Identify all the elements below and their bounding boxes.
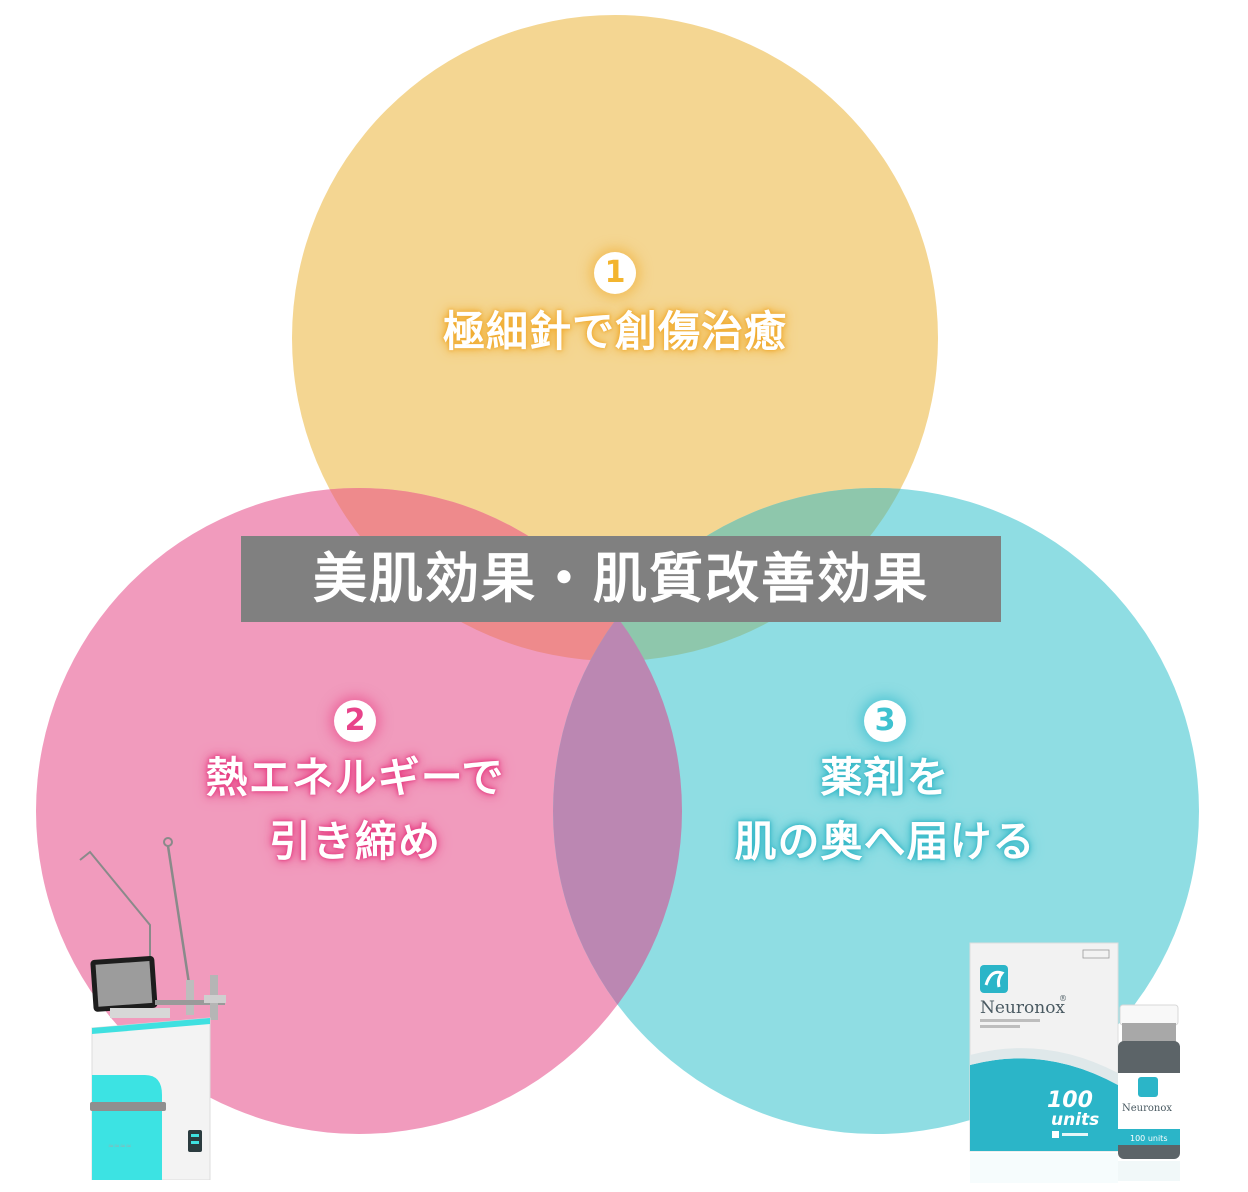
circle-1-yellow <box>292 15 938 661</box>
number-badge-2: 2 <box>334 700 376 742</box>
circle-2-pink <box>36 488 682 1134</box>
svg-text:≈≈≈≈: ≈≈≈≈ <box>108 1142 132 1150</box>
circle-3-text-line-2: 肌の奥へ届ける <box>734 817 1036 866</box>
circle-2-text-line-2: 引き締め <box>268 817 441 866</box>
center-banner: 美肌効果・肌質改善効果 <box>241 536 1001 622</box>
laser-device-illustration: ≈≈≈≈ <box>79 837 226 1180</box>
circle-3-label: 3 薬剤を 肌の奥へ届ける <box>650 700 1120 874</box>
circle-3-text-line-1: 薬剤を <box>820 753 950 802</box>
circle-2-label: 2 熱エネルギーで 引き締め <box>120 700 590 874</box>
circle-1-text-line-1: 極細針で創傷治癒 <box>442 307 787 356</box>
number-badge-1: 1 <box>594 252 636 294</box>
svg-text:Neuronox: Neuronox <box>1122 1103 1172 1114</box>
neuronox-product-illustration: Neuronox ® 100 units Neuronox 100 units <box>969 942 1180 1183</box>
svg-text:®: ® <box>1059 994 1067 1003</box>
product-brand-text: Neuronox <box>980 998 1065 1018</box>
svg-text:100 units: 100 units <box>1130 1134 1167 1143</box>
circle-1-label: 1 極細針で創傷治癒 <box>365 252 865 364</box>
number-badge-3: 3 <box>864 700 906 742</box>
svg-text:100: 100 <box>1047 1088 1093 1113</box>
svg-text:units: units <box>1051 1110 1099 1130</box>
circle-2-text-line-1: 熱エネルギーで <box>205 753 505 802</box>
